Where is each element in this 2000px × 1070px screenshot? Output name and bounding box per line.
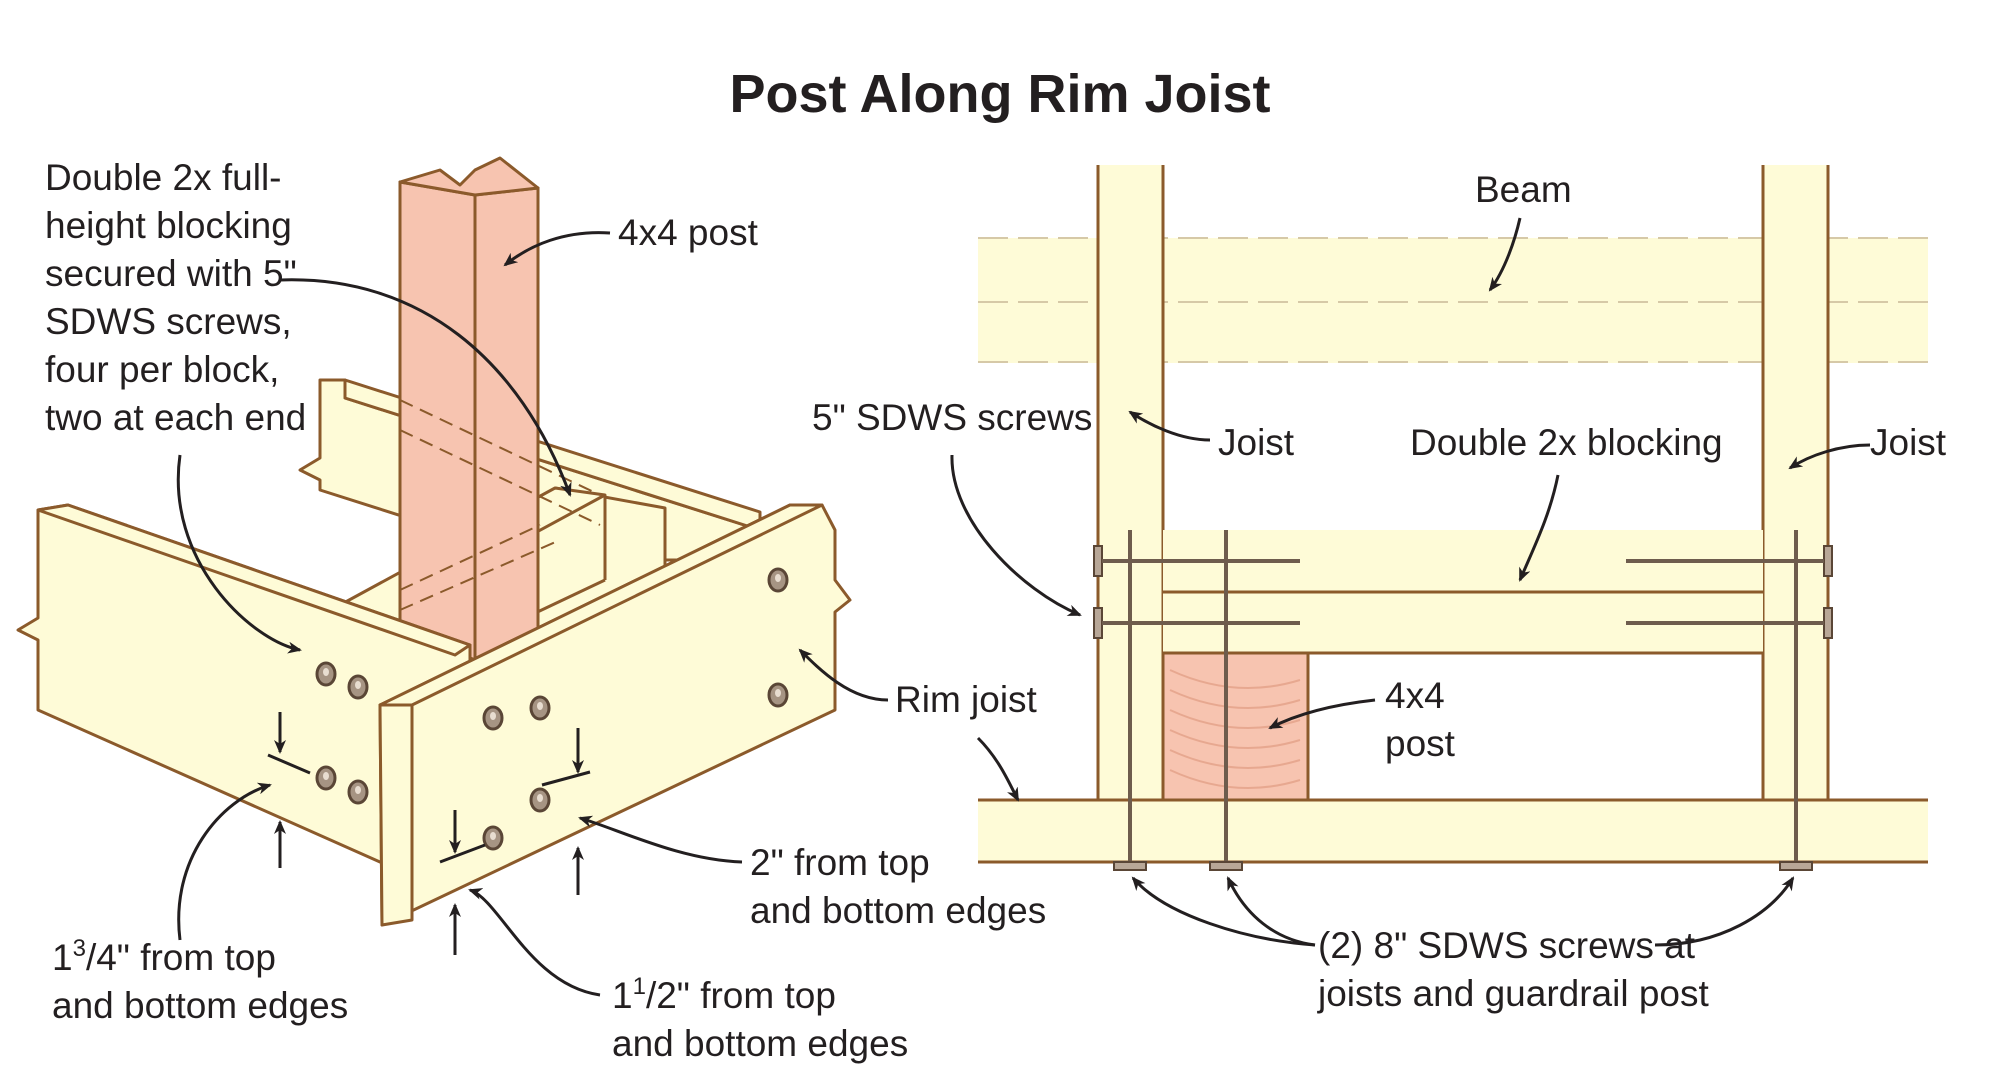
arrow-leader-icon bbox=[1268, 698, 1376, 730]
joist-left-label: Joist bbox=[1218, 422, 1295, 463]
dim-whole: 1 bbox=[52, 937, 73, 978]
dim-whole: 1 bbox=[612, 975, 633, 1016]
sdws-screw-icon bbox=[1626, 607, 1833, 639]
dim-numerator: 3 bbox=[73, 935, 86, 962]
dim-2in-line2: and bottom edges bbox=[750, 890, 1046, 931]
rim-joist-plan bbox=[978, 798, 1928, 864]
arrow-leader-icon bbox=[1226, 876, 1316, 947]
dim-1-3-4-line2: and bottom edges bbox=[52, 985, 348, 1026]
dim-numerator: 1 bbox=[633, 973, 646, 1000]
arrow-leader-icon bbox=[1518, 474, 1560, 582]
bolt-head-icon bbox=[315, 765, 337, 791]
joist-left bbox=[1096, 165, 1165, 800]
blocking-callout-line: secured with 5" bbox=[45, 253, 297, 294]
beam-label: Beam bbox=[1475, 169, 1572, 210]
bolt-head-icon bbox=[529, 695, 551, 721]
post-label-plan-line1: 4x4 bbox=[1385, 675, 1445, 716]
isometric-view: Double 2x full- height blocking secured … bbox=[16, 156, 1046, 1064]
arrow-leader-icon bbox=[503, 231, 611, 267]
arrow-leader-icon bbox=[1131, 876, 1316, 947]
sdws-screw-icon bbox=[1113, 530, 1147, 871]
screws-5in-label: 5" SDWS screws bbox=[812, 397, 1092, 438]
blocking-label: Double 2x blocking bbox=[1410, 422, 1723, 463]
dim-1-1-2-line2: and bottom edges bbox=[612, 1023, 908, 1064]
short-screws bbox=[1093, 545, 1833, 639]
diagram-title: Post Along Rim Joist bbox=[729, 64, 1270, 124]
sdws-screw-icon bbox=[1093, 607, 1300, 639]
arrow-leader-icon bbox=[950, 454, 1082, 617]
dimension-markers bbox=[267, 712, 591, 955]
bolt-head-icon bbox=[482, 825, 504, 851]
dim-2in-line1: 2" from top bbox=[750, 842, 930, 883]
sdws-screw-icon bbox=[1209, 530, 1243, 871]
bolt-head-icon bbox=[315, 661, 337, 687]
post-label-iso: 4x4 post bbox=[618, 212, 759, 253]
blocking-callout-line: two at each end bbox=[45, 397, 306, 438]
sdws-screw-icon bbox=[1626, 545, 1833, 577]
plan-leaders bbox=[950, 217, 1871, 947]
arrow-leader-icon bbox=[578, 815, 743, 864]
bolts-left-joist bbox=[315, 661, 369, 805]
dim-denominator: 4 bbox=[96, 937, 117, 978]
dim-1-3-4-line1: 13/4" from top bbox=[52, 935, 276, 978]
plan-view: Beam 5" SDWS screws Joist Double 2x bloc… bbox=[812, 165, 1947, 1014]
bolt-head-icon bbox=[767, 682, 789, 708]
post-label-plan-line2: post bbox=[1385, 723, 1456, 764]
arrow-leader-icon bbox=[976, 736, 1020, 802]
blocking-callout-line: four per block, bbox=[45, 349, 279, 390]
dim-rest: " from top bbox=[677, 975, 836, 1016]
arrow-leader-icon bbox=[279, 278, 572, 497]
bolts-rim-joist bbox=[482, 567, 789, 851]
bolt-head-icon bbox=[347, 674, 369, 700]
double-blocking-plan bbox=[1163, 530, 1763, 655]
front-left-joist bbox=[16, 503, 472, 864]
arrow-leader-icon bbox=[1788, 443, 1871, 470]
bolt-head-icon bbox=[482, 705, 504, 731]
bolt-head-icon bbox=[767, 567, 789, 593]
arrow-leader-icon bbox=[798, 648, 889, 702]
blocking-callout-line: SDWS screws, bbox=[45, 301, 292, 342]
arrow-leader-icon bbox=[176, 454, 302, 654]
arrow-leader-icon bbox=[1128, 410, 1211, 442]
bolt-head-icon bbox=[347, 779, 369, 805]
long-screws-label-line1: (2) 8" SDWS screws at bbox=[1318, 925, 1696, 966]
long-screws bbox=[1113, 530, 1813, 871]
arrow-leader-icon bbox=[468, 888, 601, 997]
post-4x4-iso bbox=[398, 156, 601, 662]
long-screws-label-line2: joists and guardrail post bbox=[1317, 973, 1709, 1014]
sdws-screw-icon bbox=[1093, 545, 1300, 577]
dim-1-1-2-line1: 11/2" from top bbox=[612, 973, 836, 1016]
joist-right-label: Joist bbox=[1870, 422, 1947, 463]
post-4x4-plan bbox=[1161, 651, 1310, 802]
dim-rest: " from top bbox=[117, 937, 276, 978]
blocking-callout-line: Double 2x full- bbox=[45, 157, 282, 198]
iso-leaders bbox=[176, 231, 889, 997]
rim-joist-label: Rim joist bbox=[895, 679, 1038, 720]
arrow-leader-icon bbox=[1654, 876, 1795, 947]
blocking-callout: Double 2x full- height blocking secured … bbox=[45, 157, 306, 438]
blocking-callout-line: height blocking bbox=[45, 205, 292, 246]
rim-joist-iso bbox=[378, 503, 852, 927]
dim-denominator: 2 bbox=[656, 975, 677, 1016]
arrow-leader-icon bbox=[1488, 217, 1522, 292]
sdws-screw-icon bbox=[1779, 530, 1813, 871]
arrow-leader-icon bbox=[177, 782, 272, 941]
bolt-head-icon bbox=[529, 787, 551, 813]
